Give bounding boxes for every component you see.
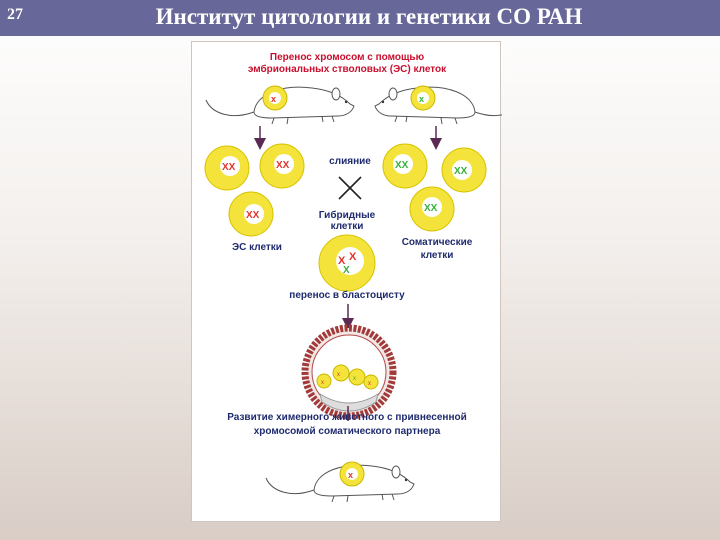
top-label-line1: Перенос хромосом с помощью — [269, 52, 425, 63]
hybrid-cell: X X X — [318, 234, 376, 292]
somatic-cell-2: XX — [441, 147, 487, 193]
diagram-panel: x x XX XX XX XX — [191, 41, 502, 522]
svg-text:x: x — [321, 380, 324, 386]
bottom-label-line2: хромосомой соматического партнера — [253, 426, 441, 437]
fusion-cross-icon — [338, 176, 362, 200]
bottom-label-line1: Развитие химерного животного с привнесен… — [227, 412, 467, 423]
svg-text:x: x — [337, 372, 340, 378]
svg-text:x: x — [353, 376, 356, 382]
svg-text:X: X — [343, 265, 350, 276]
mouse-right — [374, 86, 502, 125]
slide-number: 27 — [7, 6, 23, 23]
fusion-label: слияние — [329, 156, 371, 167]
es-cell-1: XX — [204, 145, 250, 191]
svg-text:XX: XX — [246, 210, 260, 221]
slide-title: Институт цитологии и генетики СО РАН — [155, 4, 583, 29]
svg-text:XX: XX — [395, 160, 409, 171]
svg-text:x: x — [368, 381, 371, 387]
svg-text:XX: XX — [454, 166, 468, 177]
blastocyst: x x x x — [301, 324, 397, 420]
svg-text:XX: XX — [276, 160, 290, 171]
title-bar: 27 Институт цитологии и генетики СО РАН — [0, 0, 720, 36]
hybrid-label-line1: Гибридные — [318, 210, 376, 221]
hybrid-label-line2: клетки — [330, 221, 364, 232]
top-label-line2: эмбриональных стволовых (ЭС) клеток — [247, 64, 447, 75]
somatic-label-line1: Соматические — [401, 237, 473, 248]
svg-text:x: x — [271, 94, 276, 104]
svg-text:XX: XX — [222, 162, 236, 173]
transfer-label: перенос в бластоцисту — [289, 290, 405, 301]
somatic-cell-3: XX — [409, 186, 455, 232]
svg-text:x: x — [348, 470, 353, 480]
es-cell-2: XX — [259, 143, 305, 189]
es-cell-3: XX — [228, 191, 274, 237]
svg-text:X: X — [338, 255, 346, 267]
somatic-cell-1: XX — [382, 143, 428, 189]
svg-text:XX: XX — [424, 203, 438, 214]
svg-text:X: X — [349, 251, 357, 263]
diagram-graphics: x x XX XX XX XX — [204, 85, 502, 503]
svg-text:x: x — [419, 94, 424, 104]
es-cells-label: ЭС клетки — [232, 242, 282, 253]
somatic-label-line2: клетки — [420, 250, 454, 261]
